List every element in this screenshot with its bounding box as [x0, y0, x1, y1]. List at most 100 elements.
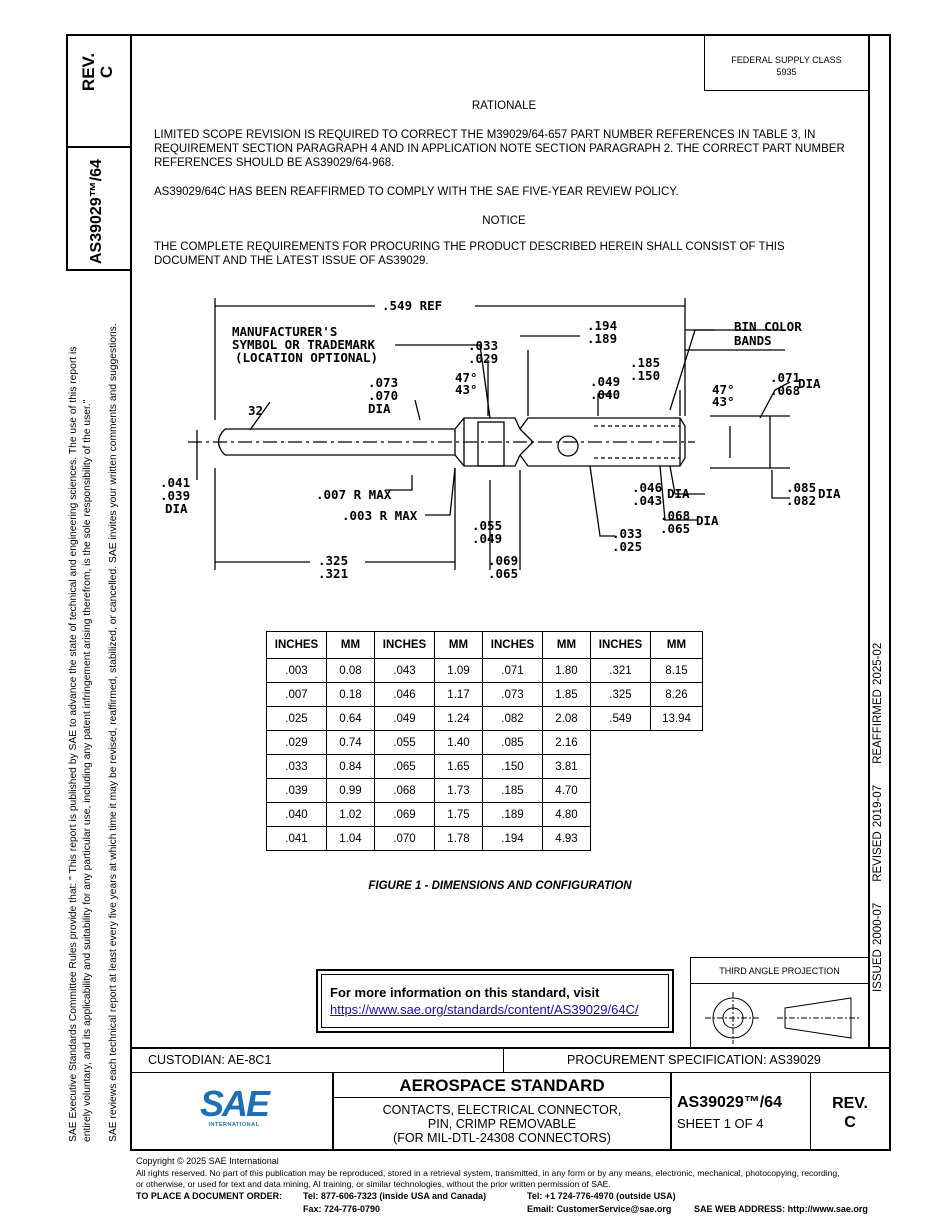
title-rev-value: C [844, 1114, 856, 1131]
label-d069: .069 [488, 553, 518, 568]
table-header-cell: INCHES [266, 631, 327, 659]
label-d194: .194 [587, 318, 617, 333]
table-cell: .055 [374, 730, 435, 755]
label-d185: .185 [630, 355, 660, 370]
side-rev-value: C [97, 65, 116, 79]
table-cell: 0.64 [326, 706, 375, 731]
label-angle-47-1: 47° [455, 370, 478, 385]
label-d029: .029 [468, 351, 498, 366]
sae-logo-sub: INTERNATIONAL [208, 1122, 260, 1128]
label-d068b: .068 [660, 508, 690, 523]
label-angle-43-2: 43° [712, 394, 735, 409]
label-mfr-1: MANUFACTURER'S [232, 324, 337, 339]
projection-symbol-icon [705, 992, 859, 1044]
label-32: 32 [248, 403, 263, 418]
table-cell: 8.26 [650, 682, 703, 707]
title-doc-number: AS39029™/64 [677, 1094, 782, 1111]
table-cell: 13.94 [650, 706, 703, 731]
label-d049: .049 [590, 374, 620, 389]
table-cell: 4.93 [542, 826, 591, 851]
label-d040: .040 [590, 387, 620, 402]
label-d041: .041 [160, 475, 190, 490]
label-ref-549: .549 REF [382, 298, 442, 313]
side-rev: REV. C [79, 32, 116, 112]
custodian-divider [503, 1047, 504, 1073]
figure-caption: FIGURE 1 - DIMENSIONS AND CONFIGURATION [368, 880, 632, 892]
pin-contact-drawing: .549 REF MANUFACTURER'S SYMBOL OR TRADEM… [160, 298, 841, 581]
table-cell: 1.09 [434, 658, 483, 683]
label-dia-4: DIA [667, 486, 690, 501]
label-d046: .046 [632, 480, 662, 495]
table-cell: 3.81 [542, 754, 591, 779]
label-d033b: .033 [612, 526, 642, 541]
table-cell: .069 [374, 802, 435, 827]
left-header-box [66, 34, 132, 271]
table-cell: 1.85 [542, 682, 591, 707]
label-d039: .039 [160, 488, 190, 503]
table-cell: 8.15 [650, 658, 703, 683]
title-rev-label: REV. [832, 1095, 868, 1112]
label-d189: .189 [587, 331, 617, 346]
table-cell: 0.08 [326, 658, 375, 683]
standard-type-line [334, 1097, 670, 1098]
table-empty-cell [591, 731, 651, 755]
label-angle-47-2: 47° [712, 382, 735, 397]
notice-heading: NOTICE [482, 215, 526, 227]
table-cell: .070 [374, 826, 435, 851]
dates-strip: ISSUED 2000-07 REVISED 2019-07 REAFFIRME… [872, 643, 884, 992]
table-header-cell: INCHES [482, 631, 543, 659]
table-cell: .189 [482, 802, 543, 827]
table-header-cell: MM [542, 631, 591, 659]
side-rev-label: REV. [79, 52, 98, 92]
disclaimer-line-3: SAE reviews each technical report at lea… [108, 323, 119, 1142]
table-header-cell: MM [434, 631, 483, 659]
table-cell: 1.24 [434, 706, 483, 731]
table-cell: 1.65 [434, 754, 483, 779]
table-empty-cell [651, 731, 703, 755]
table-cell: 0.99 [326, 778, 375, 803]
table-cell: .194 [482, 826, 543, 851]
table-cell: 4.70 [542, 778, 591, 803]
title-line-2: PIN, CRIMP REMOVABLE [427, 1117, 577, 1131]
table-empty-cell [651, 803, 703, 827]
table-header-cell: MM [326, 631, 375, 659]
table-cell: .025 [266, 706, 327, 731]
table-cell: .043 [374, 658, 435, 683]
table-cell: 1.80 [542, 658, 591, 683]
title-divider [670, 1072, 672, 1151]
table-cell: .039 [266, 778, 327, 803]
title-rev: REV. C [811, 1094, 889, 1132]
table-cell: .082 [482, 706, 543, 731]
disclaimer-line-2: entirely voluntary, and its applicabilit… [82, 399, 93, 1142]
date-reaffirmed: REAFFIRMED 2025-02 [872, 642, 884, 764]
table-empty-cell [651, 827, 703, 851]
table-cell: 1.78 [434, 826, 483, 851]
table-empty-cell [591, 779, 651, 803]
label-d055: .055 [472, 518, 502, 533]
table-cell: .073 [482, 682, 543, 707]
tel-usa: Tel: 877-606-7323 (inside USA and Canada… [303, 1191, 487, 1201]
table-cell: .046 [374, 682, 435, 707]
label-dia-5: DIA [818, 486, 841, 501]
table-cell: .085 [482, 730, 543, 755]
title-line-3: (FOR MIL-DTL-24308 CONNECTORS) [393, 1131, 611, 1145]
table-cell: .040 [266, 802, 327, 827]
table-empty-cell [591, 755, 651, 779]
title-line-1: CONTACTS, ELECTRICAL CONNECTOR, [382, 1103, 622, 1117]
table-cell: .033 [266, 754, 327, 779]
table-empty-cell [591, 827, 651, 851]
label-d321: .321 [318, 566, 348, 581]
standard-type: AEROSPACE STANDARD [399, 1076, 605, 1095]
table-cell: 1.75 [434, 802, 483, 827]
fax: Fax: 724-776-0790 [303, 1204, 381, 1214]
table-header-cell: INCHES [374, 631, 435, 659]
logo-divider [332, 1072, 334, 1151]
standard-link[interactable]: https://www.sae.org/standards/content/AS… [330, 1002, 639, 1017]
